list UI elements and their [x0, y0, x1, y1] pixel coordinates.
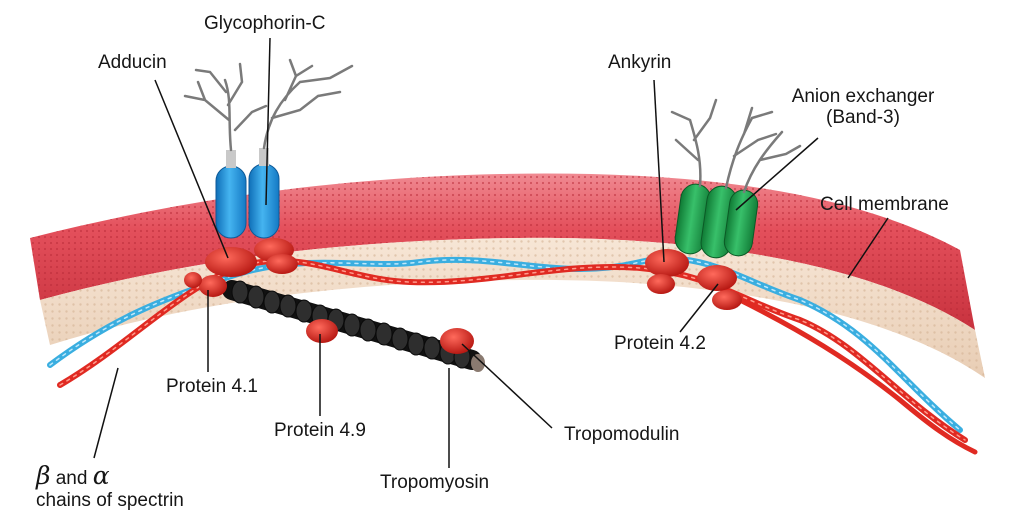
tropomyosin-filament: [222, 280, 485, 372]
protein-4-9-blob: [306, 319, 338, 343]
label-protein-4-2: Protein 4.2: [614, 333, 706, 354]
protein-4-2-blob: [697, 265, 742, 310]
leader-lines: [93, 37, 889, 468]
label-protein-4-1: Protein 4.1: [166, 376, 258, 397]
spectrin-red-chain-lower: [737, 297, 978, 455]
leader-anion-exchanger: [735, 137, 819, 211]
label-glycophorin-c: Glycophorin-C: [204, 13, 326, 34]
leader-tropomodulin: [461, 343, 553, 429]
label-spectrin: β and α chains of spectrin: [36, 462, 184, 512]
label-tropomodulin: Tropomodulin: [564, 424, 680, 445]
label-adducin: Adducin: [98, 52, 167, 73]
ankyrin-blob: [645, 249, 689, 294]
leader-cell-membrane: [847, 217, 889, 279]
protein-4-1-blob-small: [184, 272, 202, 288]
leader-ankyrin: [653, 79, 665, 263]
band-3-glycans: [670, 98, 802, 194]
label-anion-exchanger-line1: Anion exchanger: [791, 86, 935, 107]
adducin-blob: [205, 238, 298, 277]
label-spectrin-line1: β and α: [36, 462, 184, 490]
spectrin-red-chain-highlight: [59, 260, 966, 441]
label-tropomyosin: Tropomyosin: [380, 472, 490, 493]
label-spectrin-line2: chains of spectrin: [36, 490, 184, 511]
label-ankyrin: Ankyrin: [608, 52, 672, 73]
leader-protein-4-2: [679, 283, 719, 333]
label-anion-exchanger: Anion exchanger (Band-3): [768, 86, 958, 129]
glycophorin-c-capsules: [215, 148, 280, 239]
protein-4-1-blob: [199, 275, 227, 297]
label-anion-exchanger-line2: (Band-3): [826, 107, 900, 129]
label-cell-membrane: Cell membrane: [820, 194, 949, 215]
spectrin-and-text: and: [55, 468, 88, 489]
band-3-capsules: [674, 183, 759, 259]
leader-spectrin: [93, 367, 119, 459]
label-protein-4-9: Protein 4.9: [274, 420, 366, 441]
spectrin-alpha-symbol: α: [92, 461, 110, 490]
leader-glycophorin-c: [265, 37, 271, 206]
glycophorin-glycans: [183, 58, 354, 152]
spectrin-beta-symbol: β: [36, 461, 51, 490]
leader-adducin: [154, 79, 229, 259]
